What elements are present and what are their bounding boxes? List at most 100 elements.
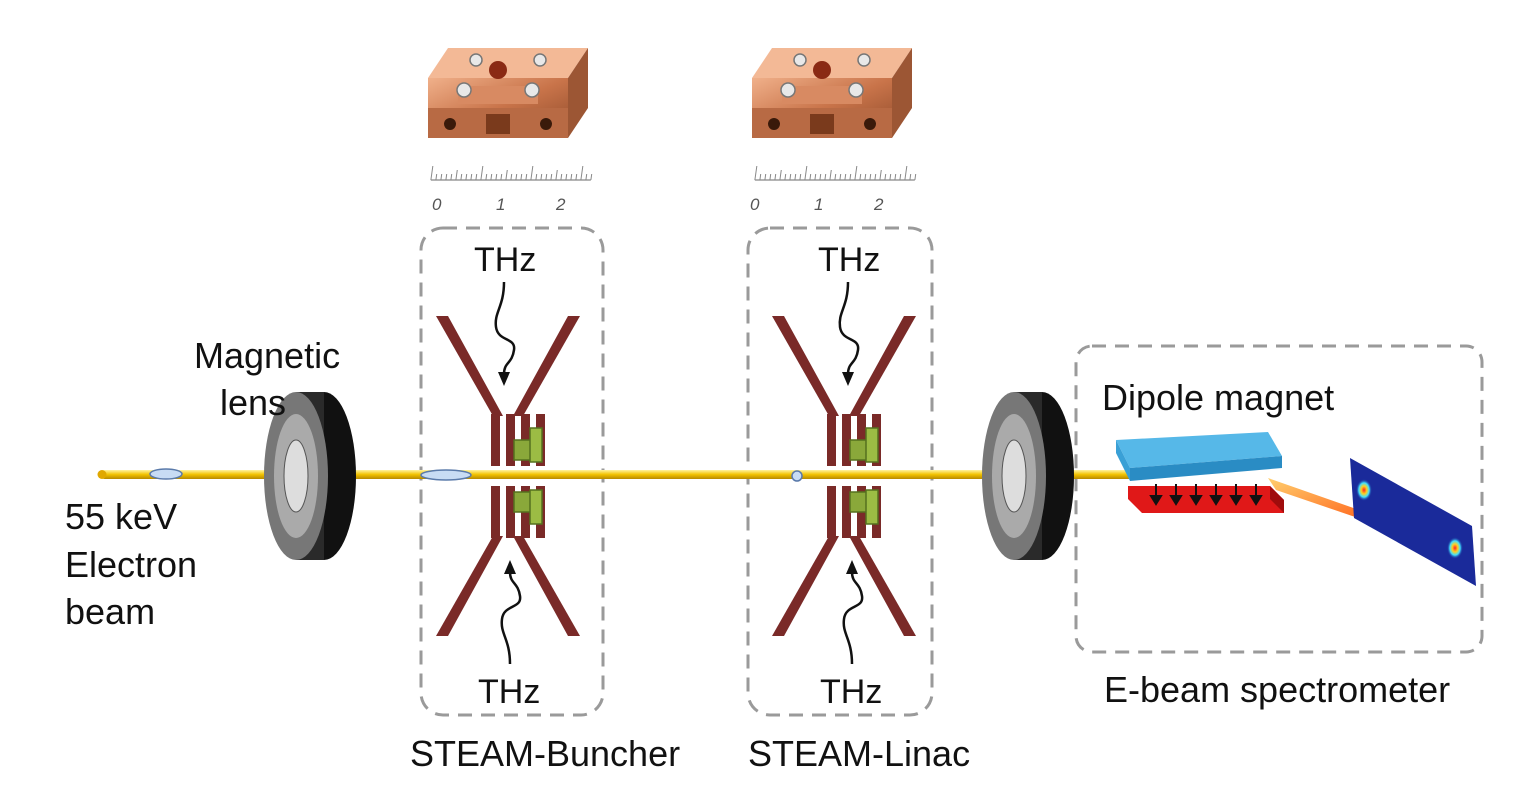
linac-label: STEAM-Linac <box>748 733 971 774</box>
ruler-tick-mark <box>774 174 777 180</box>
ruler-tick-mark <box>764 174 767 180</box>
lens-label-line2: lens <box>220 382 287 423</box>
ruler-tick-mark <box>490 174 493 180</box>
ruler-tick-mark <box>814 174 817 180</box>
ruler-tick-mark <box>440 174 443 180</box>
buncher-thz-bottom: THz <box>478 673 541 711</box>
detector-screen <box>1350 458 1476 586</box>
ruler-tick-mark <box>570 174 573 180</box>
ruler-tick-mark <box>560 174 563 180</box>
ruler-tick-mark <box>580 166 584 180</box>
ruler-tick-mark <box>829 170 832 180</box>
ruler-tick-mark <box>485 174 488 180</box>
ruler-tick-mark <box>844 174 847 180</box>
ruler-tick-mark <box>545 174 548 180</box>
linac-thz-top: THz <box>818 241 881 279</box>
ruler-tick-mark <box>889 174 892 180</box>
electron-bunch-initial <box>149 468 183 480</box>
ruler-tick-mark <box>590 174 593 180</box>
ruler-tick-mark <box>555 170 558 180</box>
ruler-tick-mark <box>430 166 434 180</box>
ruler-tick-mark <box>565 174 568 180</box>
source-label-line3: beam <box>65 591 156 632</box>
buncher-label: STEAM-Buncher <box>410 733 681 774</box>
ruler-tick-mark <box>505 170 508 180</box>
ruler-tick-mark <box>824 174 827 180</box>
ruler-tick-mark <box>520 174 523 180</box>
buncher-ruler-tick-2: 2 <box>555 195 566 214</box>
ruler-tick-mark <box>784 174 787 180</box>
lens-label-line1: Magnetic <box>194 335 341 376</box>
ruler-tick-mark <box>769 174 772 180</box>
ruler-tick-mark <box>904 166 908 180</box>
buncher-thz-top: THz <box>474 241 537 279</box>
ruler-tick-mark <box>779 170 782 180</box>
ruler-tick-mark <box>540 174 543 180</box>
ruler-tick-mark <box>879 170 882 180</box>
ruler-tick-mark <box>460 174 463 180</box>
buncher-ruler-tick-0: 0 <box>432 195 442 214</box>
buncher-thz-bottom-arrow <box>500 558 522 666</box>
linac-ruler-tick-2: 2 <box>873 195 884 214</box>
ruler-tick-mark <box>909 174 912 180</box>
ruler-tick-mark <box>550 174 553 180</box>
ruler-tick-mark <box>854 166 858 180</box>
ruler-tick-mark <box>849 174 852 180</box>
ruler-tick-mark <box>874 174 877 180</box>
dipole-magnet-label: Dipole magnet <box>1102 377 1335 418</box>
ruler-tick-mark <box>869 174 872 180</box>
spectrometer-box <box>1074 344 1484 654</box>
ruler-tick-mark <box>585 174 588 180</box>
ruler-tick-mark <box>859 174 862 180</box>
electron-bunch-compressed <box>791 470 803 482</box>
ruler-tick-mark <box>475 174 478 180</box>
ruler-tick-mark <box>455 170 458 180</box>
ruler-tick-mark <box>864 174 867 180</box>
ruler-tick-mark <box>515 174 518 180</box>
ruler-tick-mark <box>799 174 802 180</box>
ruler-tick-mark <box>575 174 578 180</box>
buncher-thz-top-arrow <box>494 280 516 388</box>
ruler-tick-mark <box>819 174 822 180</box>
source-label-line2: Electron <box>65 544 198 585</box>
ruler-tick-mark <box>525 174 528 180</box>
electron-beam <box>100 470 1134 479</box>
ruler-tick-mark <box>435 174 438 180</box>
magnetic-lens-2 <box>981 391 1075 561</box>
ruler-tick-mark <box>804 166 808 180</box>
ruler-tick-mark <box>899 174 902 180</box>
buncher-photo <box>427 47 589 139</box>
ruler-tick-mark <box>450 174 453 180</box>
linac-photo <box>751 47 913 139</box>
linac-thz-top-arrow <box>838 280 860 388</box>
linac-thz-bottom-arrow <box>842 558 864 666</box>
ruler-tick-mark <box>884 174 887 180</box>
linac-ruler <box>754 166 917 181</box>
ruler-tick-mark <box>794 174 797 180</box>
ruler-tick-mark <box>530 166 534 180</box>
ruler-tick-mark <box>839 174 842 180</box>
spectrometer-label: E-beam spectrometer <box>1104 669 1451 710</box>
source-label-line1: 55 keV <box>65 496 178 537</box>
buncher-ruler-tick-1: 1 <box>496 195 505 214</box>
ruler-tick-mark <box>834 174 837 180</box>
ruler-tick-mark <box>510 174 513 180</box>
linac-ruler-tick-0: 0 <box>750 195 760 214</box>
linac-thz-bottom: THz <box>820 673 883 711</box>
ruler-tick-mark <box>535 174 538 180</box>
ruler-tick-mark <box>759 174 762 180</box>
ruler-tick-mark <box>480 166 484 180</box>
ruler-tick-mark <box>754 166 758 180</box>
ruler-tick-mark <box>495 174 498 180</box>
electron-bunch-stretched <box>420 469 472 481</box>
ruler-tick-mark <box>809 174 812 180</box>
ruler-tick-mark <box>789 174 792 180</box>
ruler-tick-mark <box>470 174 473 180</box>
linac-ruler-tick-1: 1 <box>814 195 823 214</box>
ruler-tick-mark <box>445 174 448 180</box>
buncher-ruler <box>430 166 593 181</box>
ruler-tick-mark <box>914 174 917 180</box>
ruler-tick-mark <box>465 174 468 180</box>
dipole-magnet <box>1116 432 1284 513</box>
